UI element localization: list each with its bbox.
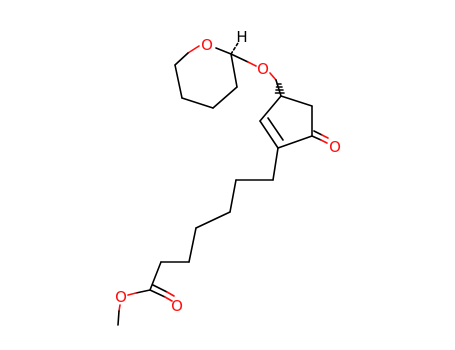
ester-alkoxy-bond xyxy=(135,289,151,294)
ester-methyl-bond-half xyxy=(118,304,121,312)
chain-bond-5 xyxy=(188,227,197,263)
bond-c3-c4 xyxy=(259,95,282,122)
ketone-oxygen-label: O xyxy=(329,138,341,156)
bond-ether-o-half xyxy=(247,61,257,67)
bond-thp-c2-o xyxy=(215,47,232,55)
ester-carbonyl-bond-1-half xyxy=(164,296,173,302)
chain-bond-3 xyxy=(229,179,237,213)
ester-carbonyl-oxygen-label: O xyxy=(171,297,183,315)
ester-carbonyl-bond-2-half xyxy=(166,291,175,297)
ketone xyxy=(311,130,329,144)
chain-bond-1 xyxy=(272,147,279,181)
bond-thp-c4-c3 xyxy=(212,86,238,109)
anomeric-hydrogen-label: H xyxy=(236,28,247,46)
anomeric-hydrogen-bond xyxy=(230,42,239,55)
chain-bond-4 xyxy=(195,211,231,229)
bond-c2-c3 xyxy=(259,120,279,149)
tetrahydropyran-ring xyxy=(174,45,238,109)
ether-linkage xyxy=(230,53,282,97)
heptanoate-chain xyxy=(149,147,279,291)
bond-ether-o-c4-half xyxy=(269,72,277,81)
bond-thp-c6-c5 xyxy=(174,64,183,99)
bond-c1-c2 xyxy=(277,135,313,149)
ester-alkoxy-oxygen-label: O xyxy=(115,288,127,306)
bond-c2-h xyxy=(230,42,239,55)
bond-thp-c5-c4 xyxy=(181,97,214,109)
bond-ketone-o-half xyxy=(320,139,328,144)
stereo-hash-bond xyxy=(274,83,285,94)
bond-ketone-double-2 xyxy=(321,134,329,139)
chain-bond-7 xyxy=(149,261,162,291)
bond-c1-ketone-o xyxy=(311,135,322,141)
methyl-ester xyxy=(117,284,175,326)
bond-c2-c3-double xyxy=(267,117,284,141)
bond-thp-c3-c2 xyxy=(230,53,238,88)
ester-methyl-bond xyxy=(117,310,120,326)
bond-c2-ether-o xyxy=(230,53,249,63)
ether-oxygen-label: O xyxy=(257,60,269,78)
cyclopentenone-ring xyxy=(259,95,313,149)
bond-ketone-double-1 xyxy=(313,130,323,136)
ester-carbonyl-bond-2 xyxy=(152,284,168,293)
ester-alkoxy-bond-half xyxy=(127,292,137,296)
bond-thp-o-c6 xyxy=(187,45,200,54)
ester-carbonyl-bond-1 xyxy=(149,289,166,298)
bond-thp-c6-side xyxy=(174,52,189,66)
ring-oxygen-label: O xyxy=(201,36,213,54)
bond-c4-c5 xyxy=(280,95,313,107)
